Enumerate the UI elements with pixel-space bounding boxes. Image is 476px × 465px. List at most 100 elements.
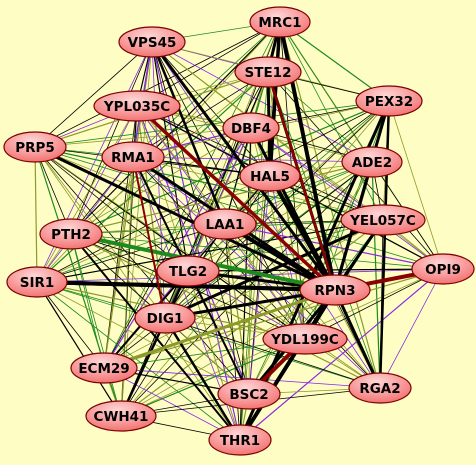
node-tlg2[interactable]: TLG2 (156, 255, 220, 287)
node-ste12[interactable]: STE12 (234, 56, 302, 88)
node-label: ADE2 (352, 155, 392, 171)
node-ellipse (208, 424, 272, 456)
node-label: CWH41 (94, 409, 149, 425)
node-label: PTH2 (51, 227, 91, 243)
node-label: RPN3 (315, 283, 356, 299)
red-edge-ypl035c-rpn3 (135, 104, 337, 292)
node-ellipse (134, 302, 196, 334)
edge-mrc1-ypl035c (136, 21, 281, 107)
edge-dbf4-laa1 (224, 127, 252, 225)
node-ade2[interactable]: ADE2 (341, 146, 403, 178)
node-ellipse (6, 266, 68, 298)
hub-edge-rga2-rpn3 (333, 288, 382, 390)
edge-ecm29-thr1 (103, 367, 241, 441)
edge-ste12-rma1 (132, 71, 269, 158)
node-ellipse (101, 141, 165, 173)
edge-dbf4-prp5 (34, 127, 252, 148)
node-pth2[interactable]: PTH2 (39, 218, 103, 250)
node-label: DIG1 (147, 311, 184, 327)
node-ellipse (262, 323, 348, 355)
edge-rma1-ade2 (132, 156, 373, 163)
olive-edge-ecm29-rpn3 (102, 288, 337, 370)
hub-edge-vps45-rpn3 (150, 40, 337, 292)
node-label: LAA1 (206, 217, 245, 233)
node-label: DBF4 (231, 121, 271, 137)
edge-pth2-ecm29 (70, 233, 105, 369)
node-label: BSC2 (229, 387, 268, 403)
edge-ade2-ecm29 (103, 161, 373, 369)
red-edge-rma1-dig1 (132, 156, 166, 319)
node-rga2[interactable]: RGA2 (348, 372, 412, 404)
edge-yel057c-sir1 (36, 219, 384, 283)
node-ellipse (70, 352, 138, 384)
edge-ste12-ade2 (267, 71, 373, 163)
edge-opi9-sir1 (36, 268, 444, 283)
edge-prp5-sir1 (34, 146, 38, 283)
node-ellipse (341, 146, 403, 178)
node-label: HAL5 (250, 169, 290, 185)
node-pex32[interactable]: PEX32 (355, 85, 423, 117)
node-ellipse (234, 56, 302, 88)
edge-pex32-opi9 (388, 100, 444, 270)
edge-ypl035c-dig1 (136, 105, 166, 319)
edge-mrc1-prp5 (34, 21, 281, 148)
node-ypl035c[interactable]: YPL035C (93, 90, 181, 122)
node-yel057c[interactable]: YEL057C (340, 204, 426, 236)
edge-pex32-pth2 (70, 100, 390, 235)
edge-sir1-cwh41 (36, 281, 122, 417)
node-laa1[interactable]: LAA1 (193, 208, 257, 240)
node-bsc2[interactable]: BSC2 (217, 378, 281, 410)
node-ellipse (3, 131, 67, 163)
node-ellipse (355, 85, 423, 117)
edge-ste12-pth2 (70, 71, 269, 235)
node-vps45[interactable]: VPS45 (118, 26, 186, 58)
node-opi9[interactable]: OPI9 (411, 253, 475, 285)
edge-ypl035c-sir1 (36, 105, 138, 283)
edge-vps45-tlg2 (151, 41, 189, 272)
node-ellipse (239, 160, 301, 192)
edge-sir1-bsc2 (36, 281, 250, 395)
node-hal5[interactable]: HAL5 (239, 160, 301, 192)
node-ydl199c[interactable]: YDL199C (262, 323, 348, 355)
edge-laa1-bsc2 (224, 223, 250, 395)
node-label: STE12 (245, 65, 292, 81)
node-label: TLG2 (169, 264, 207, 280)
edge-dbf4-pth2 (70, 127, 252, 235)
edge-prp5-tlg2 (34, 146, 189, 272)
edge-tlg2-thr1 (187, 270, 241, 441)
edge-tlg2-cwh41 (119, 269, 190, 418)
node-label: YEL057C (349, 213, 416, 229)
edge-hal5-dig1 (164, 175, 271, 319)
node-ecm29[interactable]: ECM29 (70, 352, 138, 384)
node-ellipse (299, 274, 371, 306)
node-cwh41[interactable]: CWH41 (85, 400, 157, 432)
edge-ade2-laa1 (224, 161, 373, 225)
node-ellipse (93, 90, 181, 122)
node-mrc1[interactable]: MRC1 (249, 6, 311, 38)
node-label: YPL035C (103, 99, 170, 115)
node-label: THR1 (220, 433, 260, 449)
node-ellipse (249, 6, 311, 38)
node-label: PRP5 (15, 140, 55, 156)
edge-hal5-bsc2 (248, 175, 271, 395)
node-prp5[interactable]: PRP5 (3, 131, 67, 163)
node-sir1[interactable]: SIR1 (6, 266, 68, 298)
node-rpn3[interactable]: RPN3 (299, 274, 371, 306)
node-label: SIR1 (20, 275, 55, 291)
node-label: PEX32 (365, 94, 413, 110)
node-dig1[interactable]: DIG1 (134, 302, 196, 334)
node-ellipse (85, 400, 157, 432)
node-label: VPS45 (128, 35, 177, 51)
node-ellipse (118, 26, 186, 58)
node-label: RMA1 (111, 150, 155, 166)
node-dbf4[interactable]: DBF4 (222, 112, 280, 144)
node-rma1[interactable]: RMA1 (101, 141, 165, 173)
hub-edge-thr1-rpn3 (238, 288, 337, 442)
edge-pth2-thr1 (70, 233, 241, 441)
node-label: MRC1 (258, 15, 301, 31)
node-thr1[interactable]: THR1 (208, 424, 272, 456)
edge-vps45-prp5 (34, 41, 153, 148)
edge-pth2-cwh41 (70, 233, 122, 417)
